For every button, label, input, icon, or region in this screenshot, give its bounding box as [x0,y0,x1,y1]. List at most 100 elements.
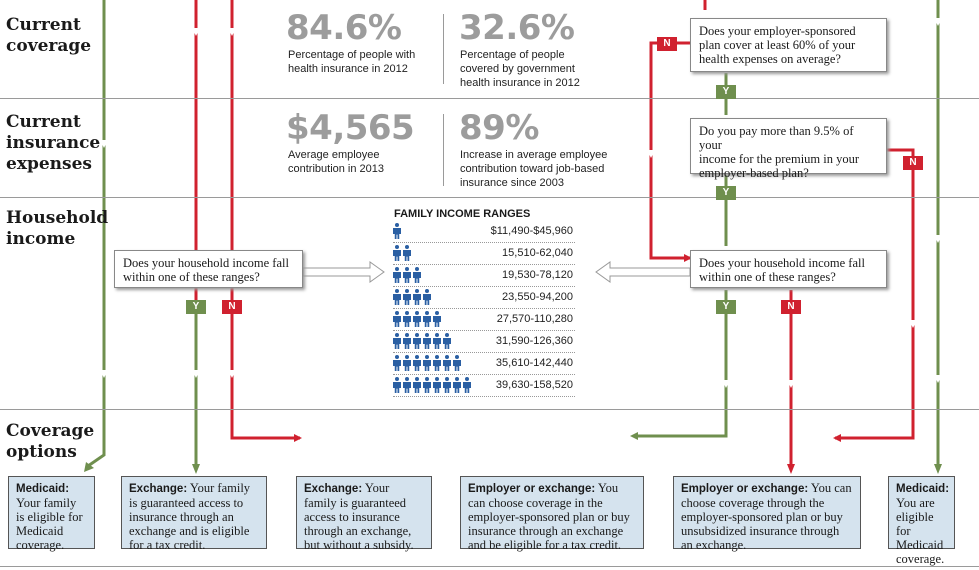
arrowhead [630,432,638,440]
yes-badge: Y [716,186,736,200]
income-range-row: 27,570-110,280 [393,310,575,331]
double-arrow-right [595,261,691,283]
person-icon [463,377,471,393]
income-range-value: 19,530-78,120 [502,269,573,281]
no-badge: N [222,300,242,314]
person-icon [403,289,411,305]
arrowhead [192,28,200,36]
person-icon [453,355,461,371]
no-badge: N [781,300,801,314]
income-range-value: 31,590-126,360 [495,335,573,347]
family-size-icons [393,355,461,371]
double-arrow-left [302,261,385,283]
arrowhead [192,370,200,378]
person-icon [413,377,421,393]
person-icon [393,289,401,305]
person-icon [423,333,431,349]
no-badge: N [657,37,677,51]
arrowhead [294,434,302,442]
person-icon [423,377,431,393]
arrowhead [192,464,200,474]
person-icon [433,311,441,327]
stat-separator [443,14,444,84]
family-size-icons [393,289,431,305]
flow-line [87,0,106,468]
stat-contribution-value: $4,565 [286,108,415,148]
arrowhead [228,28,236,36]
arrowhead [833,434,841,442]
person-icon [393,377,401,393]
stat-government-value: 32.6% [459,8,575,48]
arrowhead [787,464,795,474]
person-icon [423,289,431,305]
person-icon [403,267,411,283]
person-icon [413,333,421,349]
income-range-row: 23,550-94,200 [393,288,575,309]
person-icon [403,245,411,261]
person-icon [413,289,421,305]
family-size-icons [393,311,441,327]
income-range-row: 19,530-78,120 [393,266,575,287]
income-range-value: $11,490-$45,960 [490,225,573,237]
income-range-row: 35,610-142,440 [393,354,575,375]
yes-badge: Y [716,85,736,99]
person-icon [403,377,411,393]
flow-line [835,148,915,440]
arrowhead [684,254,692,262]
income-range-row: $11,490-$45,960 [393,222,575,243]
row-divider [0,409,979,410]
arrowhead [934,18,942,26]
row-divider [0,197,979,198]
person-icon [443,355,451,371]
income-range-row: 39,630-158,520 [393,376,575,397]
arrowhead [722,380,730,388]
family-size-icons [393,333,451,349]
no-badge: N [903,156,923,170]
person-icon [393,333,401,349]
income-range-value: 27,570-110,280 [496,313,573,325]
person-icon [393,267,401,283]
person-icon [403,311,411,327]
option-medicaid-family: Medicaid: Your family is eligible for Me… [8,476,95,552]
flow-line [636,290,728,438]
arrowhead [934,464,942,474]
arrowhead [934,235,942,243]
person-icon [423,311,431,327]
income-ranges-title: FAMILY INCOME RANGES [394,208,531,220]
family-size-icons [393,377,471,393]
family-size-icons [393,267,421,283]
family-size-icons [393,223,401,239]
option-exchange-no-subsidy: Exchange: Your family is guaranteed acce… [296,476,432,552]
row-divider [0,98,979,99]
person-icon [453,377,461,393]
arrowhead [647,150,655,158]
stat-separator [443,114,444,186]
arrowhead [228,370,236,378]
flow-line [649,41,690,260]
arrowhead [100,140,108,148]
person-icon [413,311,421,327]
flow-line [230,0,300,440]
yes-badge: Y [716,300,736,314]
person-icon [393,223,401,239]
person-icon [433,377,441,393]
option-exchange-tax-credit: Exchange: Your family is guaranteed acce… [121,476,267,552]
person-icon [403,333,411,349]
income-range-row: 15,510-62,040 [393,244,575,265]
person-icon [443,333,451,349]
person-icon [443,377,451,393]
arrowhead [934,375,942,383]
person-icon [393,311,401,327]
option-medicaid-individual: Medicaid: You are eligible for Medicaid … [888,476,955,566]
